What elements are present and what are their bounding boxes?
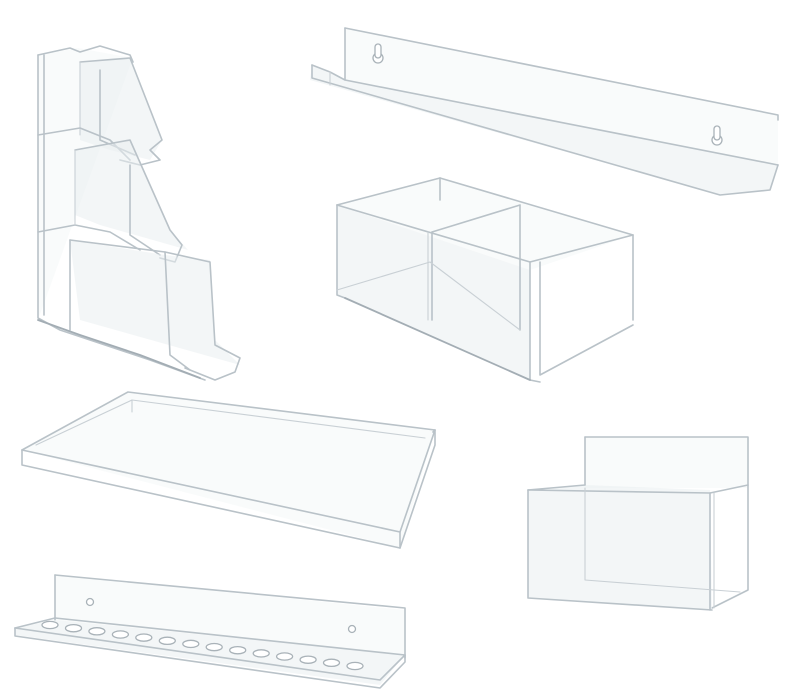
mounting-hole-left (85, 597, 95, 607)
two-compartment-box (336, 177, 634, 383)
wall-mounted-shelf-with-keyholes (310, 27, 779, 196)
round-hole (322, 658, 341, 668)
round-hole (64, 623, 83, 633)
round-hole (41, 620, 59, 630)
wall-pocket-holder (527, 436, 749, 611)
three-tier-brochure-holder (37, 45, 241, 381)
round-hole (229, 645, 247, 655)
round-hole (182, 639, 200, 649)
round-hole (88, 627, 106, 636)
round-hole (252, 649, 270, 658)
keyhole-left (372, 43, 384, 64)
keyhole-right (711, 125, 723, 146)
mounting-hole-right (347, 624, 357, 634)
round-hole (346, 661, 364, 671)
round-hole (111, 630, 130, 639)
shallow-tray (21, 391, 436, 549)
round-hole (275, 652, 294, 661)
round-hole (299, 655, 317, 664)
round-holes-row (41, 620, 364, 671)
round-hole (158, 636, 176, 646)
wall-shelf-with-round-holes (14, 574, 406, 689)
round-hole (135, 633, 153, 642)
round-hole (205, 642, 223, 652)
